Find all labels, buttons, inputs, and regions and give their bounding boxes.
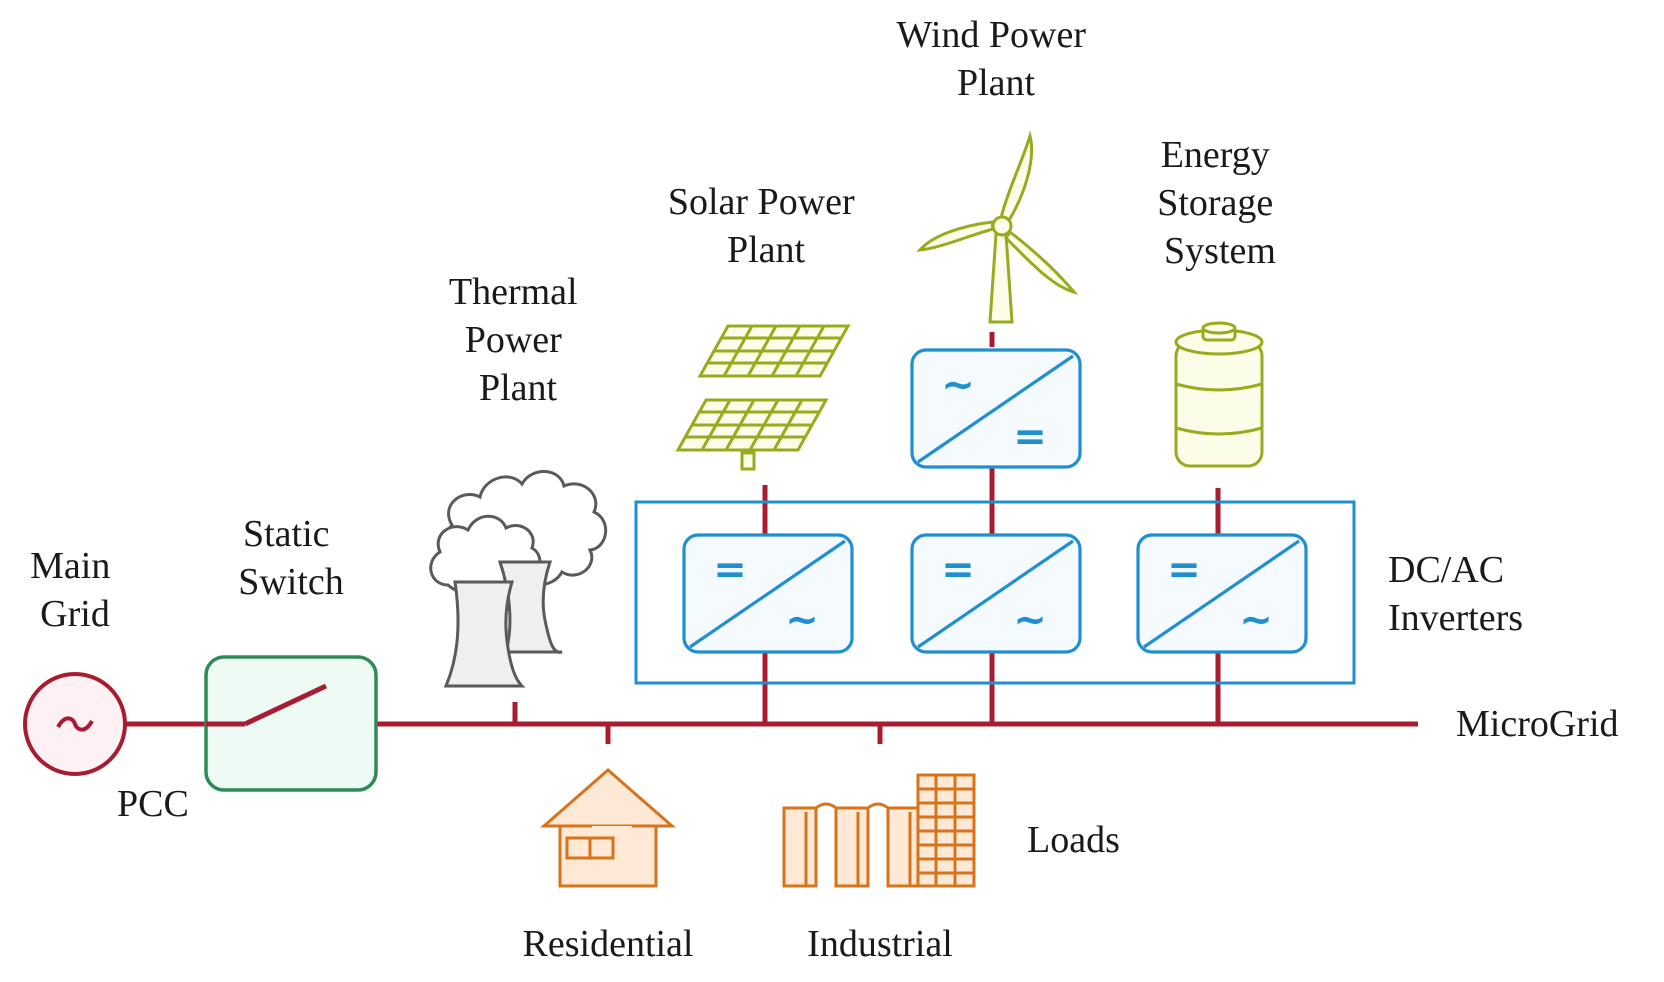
- ac-symbol-icon: ~: [1013, 597, 1047, 643]
- turbine-tower: [988, 232, 1014, 324]
- battery-body: [1174, 340, 1264, 468]
- switch-blade-icon: [243, 683, 328, 727]
- static-switch-label: Static Switch: [238, 513, 344, 603]
- dc-symbol-icon: =: [1013, 414, 1047, 460]
- factory-block-3: [886, 806, 922, 888]
- loads-label: Loads: [1027, 819, 1120, 861]
- ac-symbol-icon: ~: [941, 362, 975, 408]
- factory-block-1: [782, 806, 818, 888]
- ac-symbol-icon: ~: [785, 597, 819, 643]
- wind-inverter[interactable]: = ~: [910, 533, 1082, 654]
- pcc-label: PCC: [117, 783, 189, 825]
- turbine-hub: [991, 215, 1013, 237]
- main-grid-source[interactable]: [23, 672, 127, 776]
- inverters-group-box: [634, 500, 1356, 685]
- house-roof-icon: [540, 768, 676, 828]
- solar-inverter[interactable]: = ~: [682, 533, 854, 654]
- cooling-tower-front-icon: [443, 580, 526, 688]
- solar-panel-icon: [675, 324, 851, 471]
- cooling-tower-back-icon: [497, 560, 563, 654]
- turbine-blade-left: [916, 220, 995, 252]
- wind-acdc-converter[interactable]: ~ =: [910, 348, 1082, 469]
- house-body-icon: [558, 824, 658, 888]
- dc-symbol-icon: =: [713, 547, 747, 593]
- solar-plant-label: Solar Power Plant: [668, 181, 864, 271]
- battery-icon: [1174, 321, 1264, 468]
- microgrid-label: MicroGrid: [1456, 703, 1619, 745]
- thermal-plant-label: Thermal Power Plant: [449, 271, 587, 409]
- industrial-label: Industrial: [807, 923, 953, 965]
- industrial-load[interactable]: [782, 773, 976, 888]
- main-grid-label: Main Grid: [30, 545, 120, 635]
- inverters-label: DC/AC Inverters: [1388, 549, 1523, 639]
- turbine-blade-top: [999, 130, 1034, 225]
- solar-panel-stand: [740, 451, 756, 471]
- ac-wave-icon: [56, 716, 94, 732]
- factory-block-2: [834, 806, 870, 888]
- storage-inverter[interactable]: = ~: [1136, 533, 1308, 654]
- wind-plant-label: Wind Power Plant: [897, 14, 1096, 104]
- static-switch[interactable]: [204, 655, 378, 792]
- inverter-diagonal: [689, 539, 846, 649]
- residential-load[interactable]: [540, 768, 676, 888]
- storage-system-label: Energy Storage System: [1157, 134, 1283, 272]
- inverter-diagonal: [917, 539, 1074, 649]
- wind-turbine-icon: [916, 130, 1079, 324]
- dc-symbol-icon: =: [1167, 547, 1201, 593]
- ac-symbol-icon: ~: [1239, 597, 1273, 643]
- converter-diagonal: [917, 354, 1074, 464]
- dc-symbol-icon: =: [941, 547, 975, 593]
- turbine-blade-right: [1004, 229, 1079, 295]
- thermal-plant-icon: [429, 470, 608, 688]
- inverter-diagonal: [1143, 539, 1300, 649]
- residential-label: Residential: [523, 923, 694, 965]
